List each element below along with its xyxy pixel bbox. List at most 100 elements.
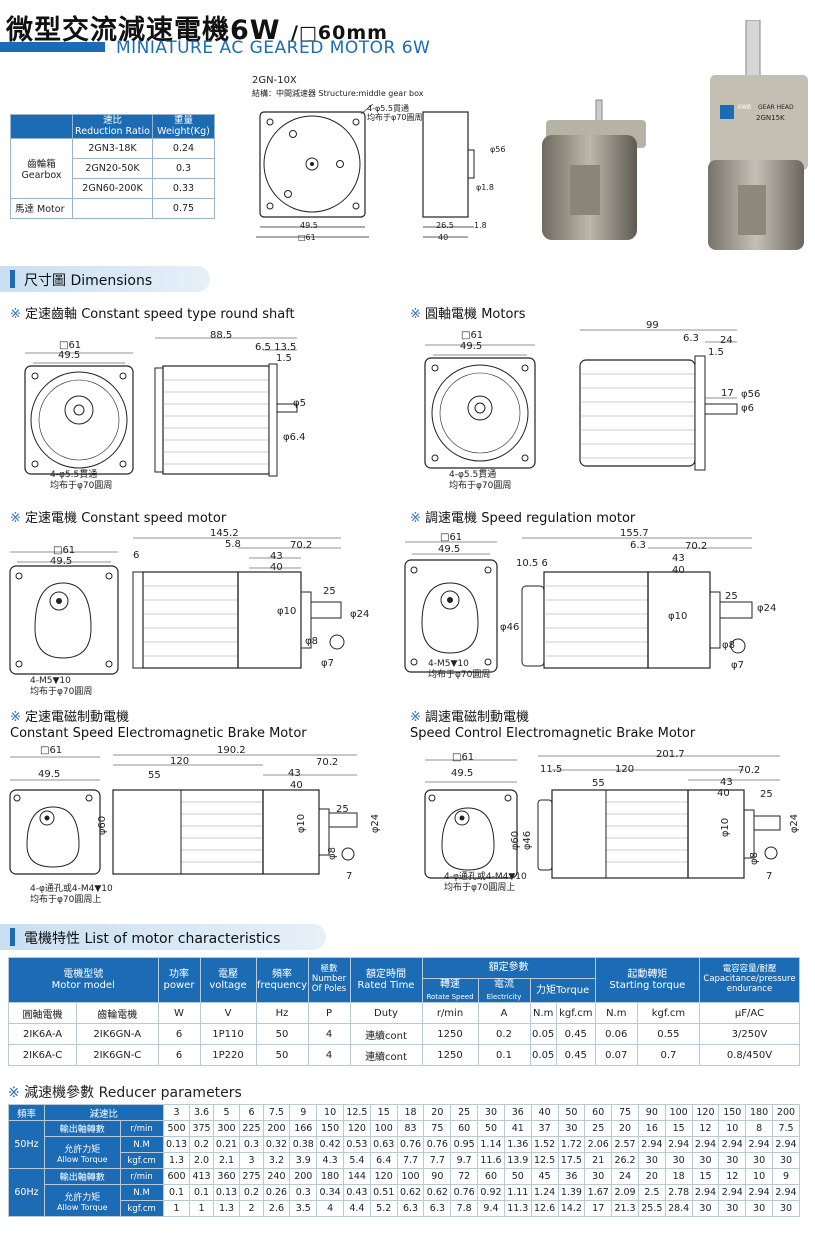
ratio-cell: 75 xyxy=(611,1104,639,1121)
value-cell: 600 xyxy=(162,1168,191,1185)
photo-label: GEAR HEAD xyxy=(758,104,794,111)
units-row: 圓軸電機 齒輪電機 W V Hz P Duty r/min A N.m kgf.… xyxy=(7,1002,800,1024)
value-cell: 1.72 xyxy=(557,1136,586,1153)
value-cell: 41 xyxy=(503,1120,532,1137)
unit-cell: W xyxy=(157,1002,201,1024)
hole-note: 4-φ5.5貫通均布于φ70圓周 xyxy=(50,470,113,491)
dim-label: φ7 xyxy=(321,658,334,669)
value-cell: 200 xyxy=(289,1168,318,1185)
torque-label-en: Allow Torque xyxy=(57,1202,108,1212)
value-cell: 0.1 xyxy=(189,1184,214,1201)
value-cell: 2.06 xyxy=(584,1136,613,1153)
dim-label: □61 xyxy=(298,233,316,242)
dim-label: φ8 xyxy=(722,640,735,651)
section-title: 尺寸圖 Dimensions xyxy=(24,273,153,289)
freq-header: 頻率 xyxy=(8,1104,45,1121)
dim-label: φ6 xyxy=(741,403,754,414)
title-accent-bar xyxy=(0,42,105,52)
dim-label: 6.3 xyxy=(630,540,646,551)
dim-label: 26.5 xyxy=(436,221,454,230)
dim-label: 43 xyxy=(672,553,685,564)
value-cell: 0.63 xyxy=(369,1136,398,1153)
dim-label: 7 xyxy=(346,871,353,882)
gearbox-drawing xyxy=(256,103,475,238)
dim-label: 7 xyxy=(766,871,773,882)
dim-label: 1.8 xyxy=(474,221,487,230)
value-cell: 16 xyxy=(637,1120,666,1137)
subsection-round-shaft: ※ 定速齒軸 Constant speed type round shaft xyxy=(10,307,295,322)
weight-cell: 0.33 xyxy=(152,177,215,199)
value-cell: 30 xyxy=(637,1152,666,1169)
value-cell: 1.3 xyxy=(162,1152,191,1169)
ratio-cell: 180 xyxy=(745,1104,773,1121)
value-cell: 0.26 xyxy=(262,1184,291,1201)
value-cell: 9.7 xyxy=(450,1152,479,1169)
value-cell: 120 xyxy=(343,1120,371,1137)
table-row: 2IK6A-C 2IK6GN-C 6 1P220 50 4 連續cont 125… xyxy=(7,1044,800,1066)
value-cell: 0.13 xyxy=(162,1136,191,1153)
value-cell: 0.76 xyxy=(423,1136,452,1153)
value-cell: 30 xyxy=(584,1168,613,1185)
value-cell: 1 xyxy=(189,1200,214,1217)
section-mark xyxy=(10,928,15,946)
value-cell: 30 xyxy=(772,1200,800,1217)
dim-label: φ24 xyxy=(370,813,382,834)
dim-label: 55 xyxy=(148,770,161,781)
value-cell: 72 xyxy=(450,1168,479,1185)
value-cell: 3.9 xyxy=(289,1152,318,1169)
dim-label: φ8 xyxy=(326,847,338,860)
ratio-cell: 2GN20-50K xyxy=(72,157,153,179)
unit-cell: kgf.cm xyxy=(636,1002,701,1024)
value-cell: 0.42 xyxy=(316,1136,344,1153)
value-cell: 30 xyxy=(557,1120,586,1137)
dim-label: φ46 xyxy=(500,622,520,633)
value-cell: 60 xyxy=(477,1168,505,1185)
ratio-cell: 10 xyxy=(316,1104,344,1121)
value-cell: 9.4 xyxy=(477,1200,505,1217)
cell: 2IK6GN-A xyxy=(76,1023,159,1045)
value-cell: 0.21 xyxy=(212,1136,241,1153)
section-dimensions: 尺寸圖 Dimensions xyxy=(0,266,210,292)
gearbox-model: 2GN-10X xyxy=(252,75,297,86)
value-cell: 150 xyxy=(316,1120,344,1137)
dim-label: □61 xyxy=(53,545,76,556)
value-cell: 10 xyxy=(745,1168,773,1185)
speed-motor-drawing xyxy=(404,537,753,673)
value-cell: 1.39 xyxy=(557,1184,586,1201)
value-cell: 37 xyxy=(530,1120,559,1137)
cell: 連續cont xyxy=(349,1023,423,1045)
ratio-cell: 50 xyxy=(557,1104,586,1121)
dim-label: φ24 xyxy=(789,813,801,834)
ratio-cell: 200 xyxy=(772,1104,800,1121)
dim-label: □61 xyxy=(452,752,475,763)
unit-label: r/min xyxy=(119,1168,164,1185)
cell: 0.07 xyxy=(594,1044,638,1066)
dim-label: φ1.8 xyxy=(476,183,494,192)
value-cell: 2.94 xyxy=(637,1136,666,1153)
cell: 連續cont xyxy=(349,1044,423,1066)
value-cell: 360 xyxy=(212,1168,241,1185)
value-cell: 2.94 xyxy=(718,1136,747,1153)
value-cell: 24 xyxy=(611,1168,639,1185)
value-cell: 0.3 xyxy=(239,1136,264,1153)
value-cell: 0.3 xyxy=(289,1184,318,1201)
speed-label: 輸出軸轉數 xyxy=(44,1120,121,1137)
dim-label: 25 xyxy=(336,804,349,815)
dim-label: 10.5 6 xyxy=(516,558,548,569)
value-cell: 0.34 xyxy=(316,1184,344,1201)
ratio-cell: 36 xyxy=(503,1104,532,1121)
title-cn: 微型交流減速電機6W xyxy=(6,15,281,46)
title-size: /□60mm xyxy=(290,22,388,44)
dim-label: 190.2 xyxy=(217,745,246,756)
dim-label: 40 xyxy=(270,562,283,573)
value-cell: 26.2 xyxy=(611,1152,639,1169)
subsection-speed-motor: ※ 調速電機 Speed regulation motor xyxy=(410,511,636,526)
value-cell: 1.52 xyxy=(530,1136,559,1153)
value-cell: 36 xyxy=(557,1168,586,1185)
